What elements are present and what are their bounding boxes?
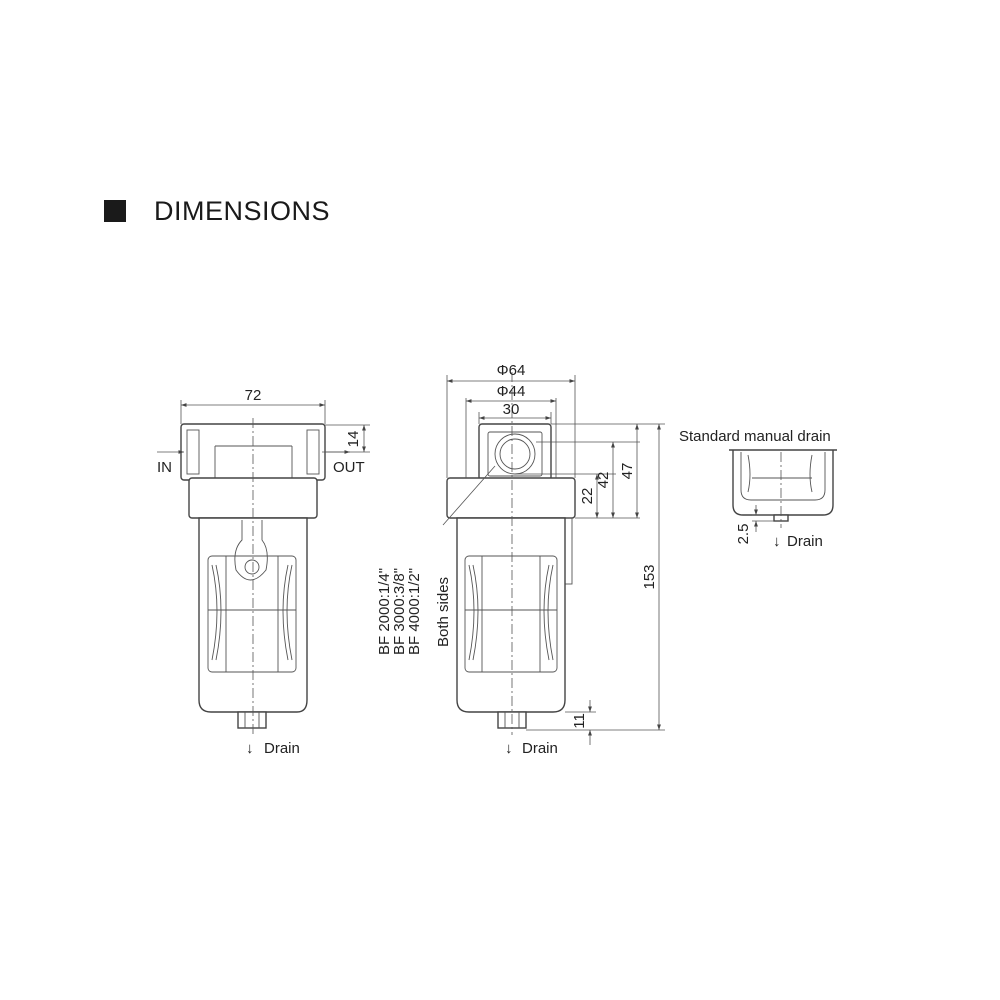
side-drain-label: Drain bbox=[522, 740, 558, 757]
dim47-dimension: 47 bbox=[619, 463, 636, 480]
side-drain-arrow-glyph: ↓ bbox=[505, 740, 513, 757]
detail-bowl-guard bbox=[740, 452, 826, 501]
front-ribs-left bbox=[211, 564, 222, 661]
front-bowl-window bbox=[207, 555, 297, 673]
side-view: Φ64 Φ44 30 22 42 47 153 11 bbox=[376, 362, 665, 757]
side-bowl bbox=[456, 517, 566, 713]
in-label: IN bbox=[157, 459, 172, 476]
side-bowl-window bbox=[464, 555, 558, 673]
port-spec-line-3: BF 4000:1/2" bbox=[406, 568, 423, 655]
front-drain-arrow-glyph: ↓ bbox=[246, 740, 254, 757]
detail-title: Standard manual drain bbox=[679, 428, 831, 445]
detail-dimension: 2.5 bbox=[735, 524, 752, 545]
detail-drain-label: Drain bbox=[787, 533, 823, 550]
section-header: DIMENSIONS bbox=[104, 194, 330, 228]
port-height-dimension: 14 bbox=[345, 431, 362, 448]
side-lock-tab bbox=[564, 517, 573, 585]
port-spec-line-1: BF 2000:1/4" bbox=[376, 568, 393, 655]
dim30-dimension: 30 bbox=[503, 401, 520, 418]
dim22-dimension: 22 bbox=[579, 488, 596, 505]
front-deflector bbox=[234, 520, 268, 581]
header-bullet-square bbox=[104, 200, 126, 222]
front-float bbox=[244, 559, 260, 575]
front-drain-label: Drain bbox=[264, 740, 300, 757]
detail-view: Standard manual drain 2.5 ↓ Drain bbox=[679, 428, 837, 550]
detail-bowl-bottom bbox=[732, 450, 834, 516]
phi44-dimension: Φ44 bbox=[497, 383, 526, 400]
dim42-dimension: 42 bbox=[595, 472, 612, 489]
front-drain-fitting bbox=[237, 711, 267, 729]
dim153-dimension: 153 bbox=[641, 564, 658, 589]
section-title: DIMENSIONS bbox=[154, 195, 331, 226]
dim11-dimension: 11 bbox=[571, 713, 588, 729]
port-spec-line-2: BF 3000:3/8" bbox=[391, 568, 408, 655]
phi64-dimension: Φ64 bbox=[497, 362, 526, 379]
width-dimension: 72 bbox=[245, 387, 262, 404]
side-ribs-right bbox=[543, 564, 554, 661]
front-view: 72 14 IN OUT ↓ Drain bbox=[157, 387, 370, 757]
side-ribs-left bbox=[468, 564, 479, 661]
front-port-inner bbox=[214, 445, 293, 478]
detail-ribs bbox=[747, 454, 813, 493]
port-leader-line bbox=[442, 465, 496, 526]
both-sides-note: Both sides bbox=[435, 577, 452, 647]
front-in-port bbox=[186, 429, 200, 475]
front-out-port bbox=[306, 429, 320, 475]
out-label: OUT bbox=[333, 459, 365, 476]
side-shoulder bbox=[446, 477, 576, 519]
side-port-circle-inner bbox=[499, 438, 531, 470]
detail-drain-arrow-glyph: ↓ bbox=[773, 533, 781, 550]
port-spec-note: BF 2000:1/4" BF 3000:3/8" BF 4000:1/2" B… bbox=[376, 568, 452, 655]
front-ribs-right bbox=[282, 564, 293, 661]
